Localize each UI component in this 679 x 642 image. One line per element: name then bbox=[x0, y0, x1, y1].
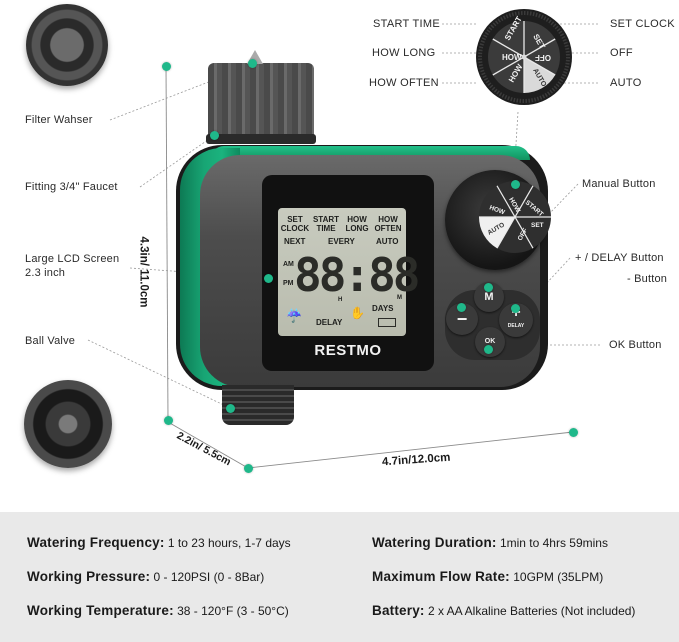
lcd-digits: 88:88 bbox=[294, 248, 420, 302]
marker-ball-valve bbox=[226, 404, 235, 413]
dimension-dot bbox=[164, 416, 173, 425]
svg-text:SET: SET bbox=[531, 222, 544, 229]
spec-working-temperature: Working Temperature: 38 - 120°F (3 - 50°… bbox=[27, 603, 289, 618]
lcd-auto: AUTO bbox=[376, 237, 399, 246]
ball-valve-image bbox=[24, 380, 112, 468]
lcd-next: NEXT bbox=[284, 237, 306, 246]
lcd-watering-can-icon: ☔ bbox=[286, 308, 303, 323]
callout-manual-button: Manual Button bbox=[582, 178, 656, 190]
callout-fitting: Fitting 3/4" Faucet bbox=[25, 181, 118, 193]
lcd-set: SET bbox=[287, 215, 303, 224]
dial-label-off: OFF bbox=[610, 47, 633, 59]
lcd-long: LONG bbox=[345, 224, 369, 233]
faucet-rim bbox=[206, 134, 316, 144]
marker-fitting bbox=[210, 131, 219, 140]
marker-manual-button bbox=[511, 180, 520, 189]
lcd-m: M bbox=[397, 295, 402, 301]
marker-m-button bbox=[484, 283, 493, 292]
mode-dial-face-icon: HOW START SET OFF HOW AUTO bbox=[479, 181, 551, 253]
filter-washer-image bbox=[26, 4, 108, 86]
marker-filter-washer bbox=[248, 59, 257, 68]
dial-label-set-clock: SET CLOCK bbox=[610, 18, 675, 30]
svg-text:OFF: OFF bbox=[535, 53, 551, 62]
callout-filter-washer: Filter Wahser bbox=[25, 114, 93, 126]
dimension-height: 4.3in/ 11.0cm bbox=[137, 236, 150, 308]
faucet-connector bbox=[208, 63, 314, 139]
callout-minus: - Button bbox=[627, 273, 668, 285]
marker-plus-button bbox=[511, 304, 520, 313]
marker-lcd bbox=[264, 274, 273, 283]
lcd-often: OFTEN bbox=[374, 224, 402, 233]
lcd-battery-icon bbox=[378, 318, 396, 327]
lcd-h: H bbox=[338, 297, 343, 303]
dimension-dot bbox=[244, 464, 253, 473]
dial-label-how-long: HOW LONG bbox=[372, 47, 436, 59]
callout-lcd-size: 2.3 inch bbox=[25, 267, 66, 279]
delay-label: DELAY bbox=[507, 323, 525, 329]
spec-max-flow-rate: Maximum Flow Rate: 10GPM (35LPM) bbox=[372, 569, 604, 584]
lcd-how-1: HOW bbox=[347, 215, 367, 224]
lcd-how-2: HOW bbox=[378, 215, 398, 224]
lcd-screen: SET CLOCK START TIME HOW LONG HOW OFTEN … bbox=[278, 208, 420, 336]
spec-watering-frequency: Watering Frequency: 1 to 23 hours, 1-7 d… bbox=[27, 535, 291, 550]
lcd-pm: PM bbox=[283, 280, 294, 287]
lcd-days: DAYS bbox=[372, 304, 394, 313]
dial-label-how-often: HOW OFTEN bbox=[369, 77, 439, 89]
lcd-start: START bbox=[312, 215, 340, 224]
callout-ok: OK Button bbox=[609, 339, 662, 351]
lcd-every: EVERY bbox=[328, 237, 355, 246]
specs-panel: Watering Frequency: 1 to 23 hours, 1-7 d… bbox=[0, 512, 679, 642]
dimension-dot bbox=[569, 428, 578, 437]
spec-watering-duration: Watering Duration: 1min to 4hrs 59mins bbox=[372, 535, 608, 550]
callout-plus-delay: + / DELAY Button bbox=[575, 252, 664, 264]
brand-logo: RESTMO bbox=[314, 342, 382, 359]
dial-label-auto: AUTO bbox=[610, 77, 642, 89]
svg-text:HOW: HOW bbox=[502, 53, 522, 62]
lcd-clock: CLOCK bbox=[280, 224, 310, 233]
callout-ball-valve: Ball Valve bbox=[25, 335, 76, 347]
spec-battery: Battery: 2 x AA Alkaline Batteries (Not … bbox=[372, 603, 636, 618]
dial-closeup-icon: START SET OFF HOW HOW AUTO bbox=[476, 9, 572, 105]
dimension-dot bbox=[162, 62, 171, 71]
lcd-hand-icon: ✋ bbox=[350, 306, 365, 320]
lcd-time: TIME bbox=[316, 224, 336, 233]
callout-lcd: Large LCD Screen bbox=[25, 253, 120, 265]
lcd-am: AM bbox=[283, 261, 294, 268]
spec-working-pressure: Working Pressure: 0 - 120PSI (0 - 8Bar) bbox=[27, 569, 265, 584]
lcd-delay: DELAY bbox=[316, 318, 343, 327]
marker-minus-button bbox=[457, 303, 466, 312]
dial-label-start-time: START TIME bbox=[373, 18, 440, 30]
marker-ok-button bbox=[484, 345, 493, 354]
